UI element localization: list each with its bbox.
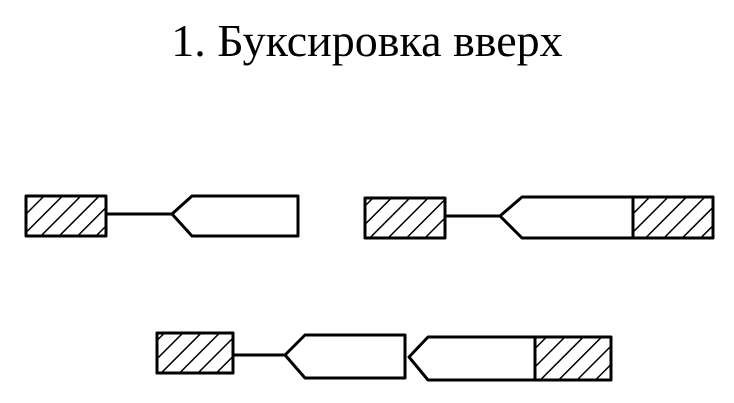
configuration-barge-with-block — [363, 195, 715, 240]
hatched-block — [533, 335, 613, 382]
barge — [170, 194, 300, 238]
configuration-single-barge — [24, 194, 300, 238]
barge — [498, 195, 635, 240]
tug-block — [155, 331, 235, 375]
tug-block — [363, 196, 447, 240]
barge — [407, 335, 537, 382]
diagram-title: 1. Буксировка вверх — [171, 15, 563, 66]
barge — [283, 333, 407, 380]
configuration-two-barges — [155, 331, 613, 382]
hatched-block — [631, 195, 715, 240]
tug-block — [24, 194, 108, 238]
